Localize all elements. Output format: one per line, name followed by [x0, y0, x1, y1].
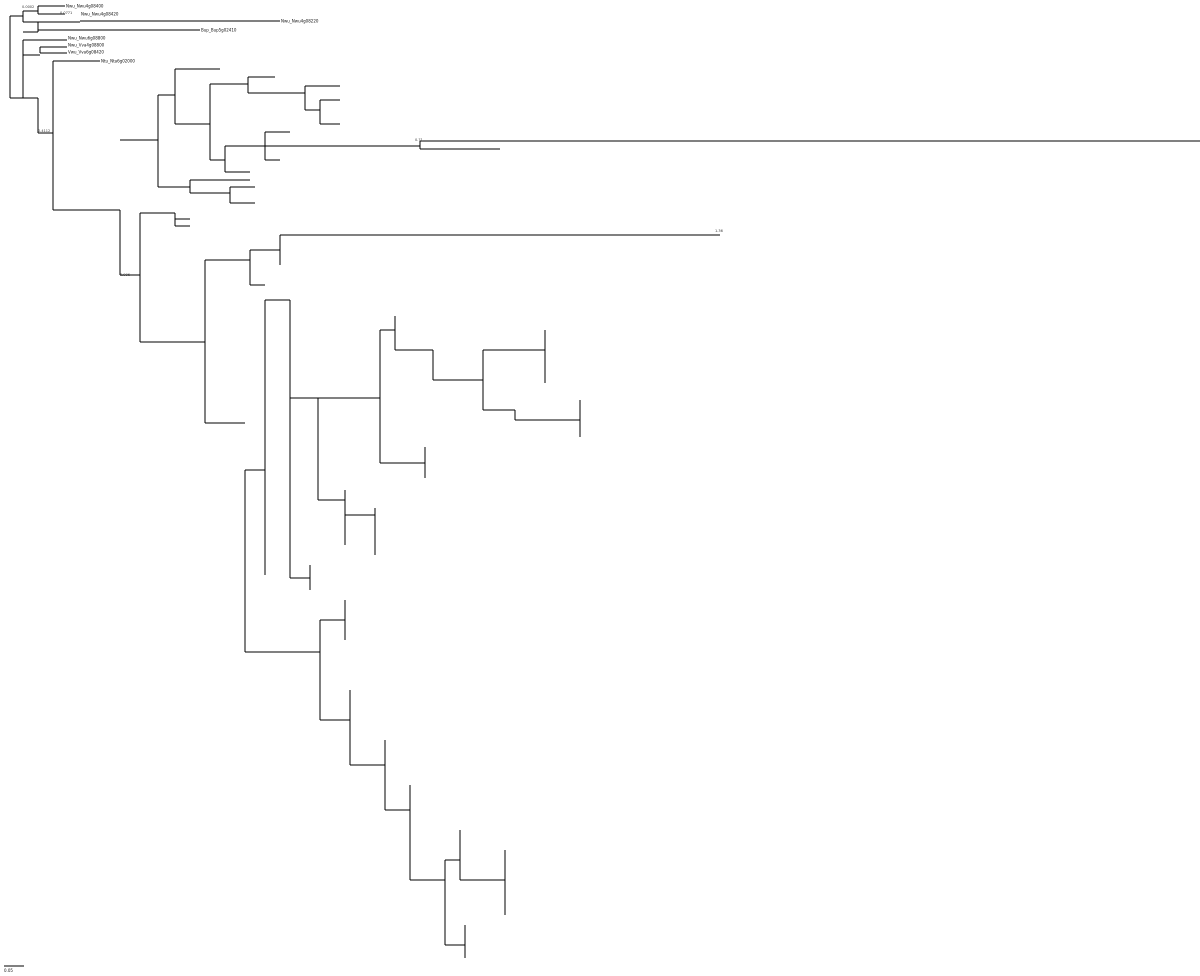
leaf-label: Nwu_Vva4g08800: [68, 43, 105, 48]
leaf-label: Nwu_Nwu6g08800: [68, 36, 106, 41]
leaf-label: Nwu_Nwu4g08420: [81, 12, 119, 17]
leaf-label: Nwu_Nwu4g08220: [281, 19, 319, 24]
leaf-label: Nwu_Nwu4g08400: [66, 4, 104, 9]
tree-branches: [9, 5, 1200, 958]
leaf-label: Ntu_Nta6g02000: [101, 59, 135, 64]
leaf-label: Bup_Bup5g02410: [201, 28, 237, 33]
scale-bar: 0.05: [4, 965, 24, 973]
support-value: 1.36: [715, 229, 723, 233]
support-value: 0.0002: [22, 5, 34, 9]
support-value: 0.71: [415, 138, 423, 142]
tree-leaf-labels: Nwu_Nwu4g08400Nwu_Nwu4g08420Nwu_Nwu4g082…: [66, 4, 319, 64]
leaf-label: Vwu_Vva6g08420: [68, 50, 104, 55]
tree-support-labels: 0.0002 0.0771 0.4112 0.996 0.71 1.36: [22, 5, 723, 277]
scale-bar-label: 0.05: [4, 968, 13, 973]
support-value: 0.0771: [60, 11, 72, 15]
support-value: 0.4112: [38, 129, 50, 133]
support-value: 0.996: [120, 273, 130, 277]
